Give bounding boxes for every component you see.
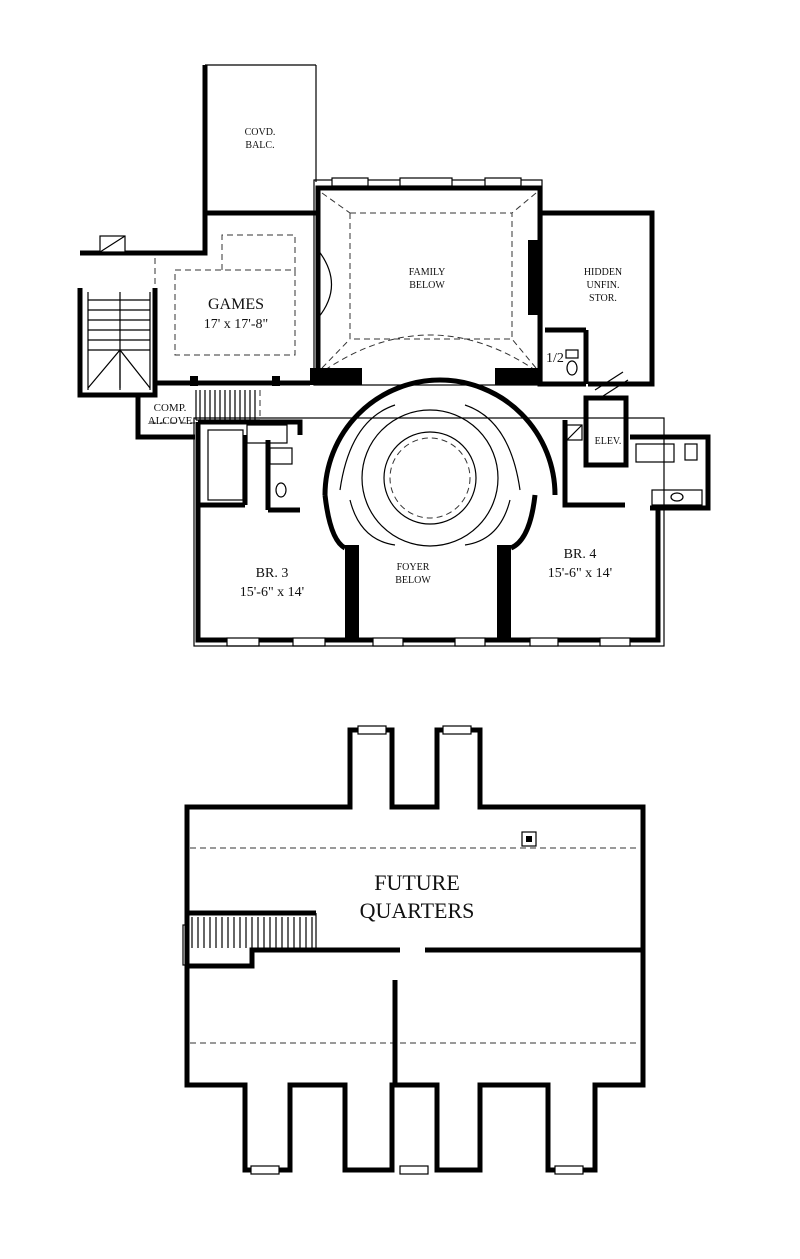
br3-label: BR. 3 bbox=[256, 566, 289, 581]
family-room-area bbox=[310, 177, 543, 386]
family-label-2: BELOW bbox=[409, 280, 445, 291]
hidden-stor-label-2: UNFIN. bbox=[586, 280, 619, 291]
hidden-storage bbox=[540, 210, 655, 399]
games-label: GAMES bbox=[208, 296, 264, 313]
bedroom-3 bbox=[193, 417, 665, 647]
bedroom-4 bbox=[511, 395, 711, 647]
comp-alcove-label-1: COMP. bbox=[154, 402, 187, 414]
comp-alcove-label-2: ALCOVE bbox=[148, 415, 193, 427]
covd-balc-label-1: COVD. bbox=[245, 127, 276, 138]
family-label-1: FAMILY bbox=[409, 267, 446, 278]
upper-floor-labels: COVD. BALC. FAMILY BELOW HIDDEN UNFIN. S… bbox=[148, 127, 622, 600]
half-bath bbox=[537, 330, 586, 387]
comp-alcove bbox=[135, 376, 310, 440]
future-quarters-label-2: QUARTERS bbox=[360, 898, 475, 923]
half-bath-label: 1/2 bbox=[546, 351, 564, 366]
hidden-stor-label-3: STOR. bbox=[589, 293, 617, 304]
attic-stair bbox=[182, 913, 317, 966]
foyer-label-1: FOYER bbox=[397, 562, 430, 573]
covd-balc-label-2: BALC. bbox=[245, 140, 274, 151]
main-stair bbox=[77, 288, 158, 398]
covered-balcony bbox=[202, 64, 318, 216]
elev-label: ELEV. bbox=[595, 436, 622, 447]
lower-floor-plan: FUTURE QUARTERS bbox=[182, 725, 646, 1175]
br4-label: BR. 4 bbox=[564, 547, 597, 562]
upper-floor-plan: COVD. BALC. FAMILY BELOW HIDDEN UNFIN. S… bbox=[77, 64, 711, 647]
br4-size-label: 15'-6" x 14' bbox=[548, 566, 612, 581]
foyer-label-2: BELOW bbox=[395, 575, 431, 586]
hidden-stor-label-1: HIDDEN bbox=[584, 267, 622, 278]
games-size-label: 17' x 17'-8" bbox=[204, 317, 268, 332]
future-quarters-label-1: FUTURE bbox=[374, 870, 460, 895]
foyer-rotunda bbox=[322, 377, 558, 647]
br3-size-label: 15'-6" x 14' bbox=[240, 585, 304, 600]
